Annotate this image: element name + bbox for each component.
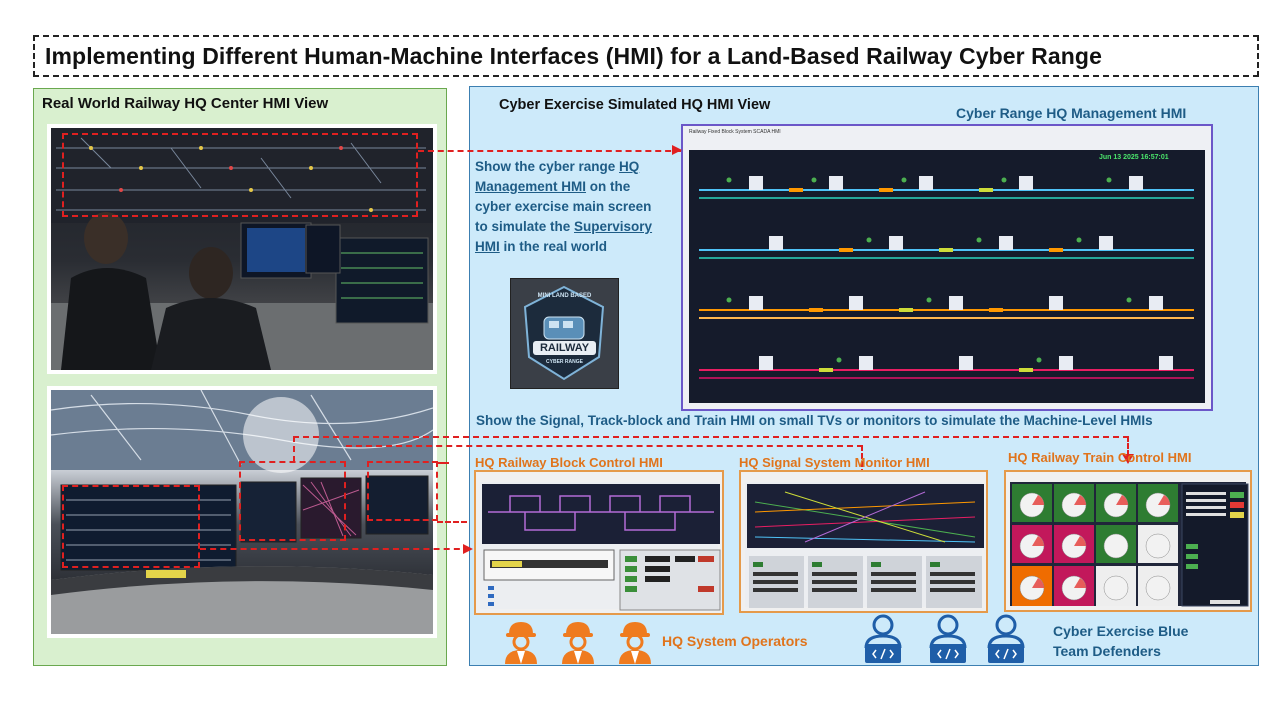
defender-icon-2 — [927, 614, 969, 669]
operators-label: HQ System Operators — [662, 633, 808, 649]
defenders-label-line-2: Team Defenders — [1053, 643, 1161, 659]
worker-icon — [562, 622, 594, 664]
defender-icon-3 — [985, 614, 1027, 669]
connector-line-block — [200, 548, 470, 550]
logo-top-text: MINI LAND BASED — [537, 293, 592, 299]
signal-hmi-label: HQ Signal System Monitor HMI — [739, 455, 930, 470]
hq-management-hmi-screen: Railway Fixed Block System SCADA HMI Jun… — [681, 124, 1213, 411]
developer-icon — [929, 614, 967, 663]
control-room-photo — [47, 124, 437, 374]
main-hmi-label: Cyber Range HQ Management HMI — [956, 105, 1187, 121]
connector-line-top — [293, 436, 1129, 438]
connector-drop-signal — [861, 445, 863, 475]
connector-stub-1 — [437, 462, 449, 464]
worker-icon — [505, 622, 537, 664]
cyber-range-logo: MINI LAND BASED RAILWAY CYBER RANGE — [510, 278, 619, 389]
connector-wall-to-main — [418, 150, 681, 152]
block-control-diagram — [482, 484, 721, 611]
defender-icon-1 — [862, 614, 904, 669]
operator-icon-1 — [503, 620, 539, 669]
block-control-hmi-screen — [474, 470, 724, 615]
monitor-highlight-1 — [62, 485, 200, 568]
railway-track-diagram — [699, 176, 1194, 379]
connector-drop-left — [293, 436, 295, 462]
monitor-highlight-3 — [367, 461, 438, 521]
simulated-heading: Cyber Exercise Simulated HQ HMI View — [499, 97, 771, 113]
train-control-diagram — [1012, 483, 1249, 607]
main-screen-canvas: Jun 13 2025 16:57:01 — [689, 150, 1205, 403]
supervisory-description: Show the cyber range HQ Management HMI o… — [475, 159, 653, 254]
train-control-hmi-canvas — [1010, 482, 1249, 607]
block-hmi-label: HQ Railway Block Control HMI — [475, 455, 663, 470]
operations-center-photo — [47, 386, 437, 638]
main-screen-timestamp: Jun 13 2025 16:57:01 — [1099, 154, 1169, 161]
connector-stub-2 — [437, 521, 467, 523]
train-control-hmi-screen — [1004, 470, 1252, 612]
operations-center-illustration — [51, 390, 433, 634]
page-title: Implementing Different Human-Machine Int… — [45, 42, 1102, 69]
developer-icon — [987, 614, 1025, 663]
title-box: Implementing Different Human-Machine Int… — [33, 35, 1259, 77]
train-hmi-label: HQ Railway Train Control HMI — [1008, 450, 1192, 465]
block-control-hmi-canvas — [480, 482, 721, 611]
defenders-label: Cyber Exercise Blue Team Defenders — [1053, 621, 1188, 661]
signal-monitor-hmi-screen — [739, 470, 988, 613]
operator-icon-3 — [617, 620, 653, 669]
signal-monitor-hmi-canvas — [745, 482, 984, 608]
wall-display-highlight — [62, 133, 418, 217]
operator-icon-2 — [560, 620, 596, 669]
monitor-highlight-2 — [239, 461, 346, 541]
arrow-head-train-icon — [1122, 454, 1134, 464]
arrow-head-block-icon — [463, 544, 473, 554]
developer-icon — [864, 614, 902, 663]
arrow-head-main-icon — [672, 145, 682, 155]
control-room-illustration — [51, 128, 433, 370]
defenders-label-line-1: Cyber Exercise Blue — [1053, 623, 1189, 639]
logo-sub-text: CYBER RANGE — [546, 359, 583, 365]
logo-main-text: RAILWAY — [539, 342, 590, 354]
worker-icon — [619, 622, 651, 664]
main-screen-window-title: Railway Fixed Block System SCADA HMI — [689, 129, 781, 135]
real-world-heading: Real World Railway HQ Center HMI View — [42, 95, 329, 112]
connector-drop-train — [1127, 436, 1129, 456]
signal-monitor-diagram — [747, 484, 984, 608]
connector-line-signal — [346, 445, 863, 447]
logo-badge-icon — [523, 285, 605, 381]
machine-level-description: Show the Signal, Track-block and Train H… — [476, 413, 1153, 428]
